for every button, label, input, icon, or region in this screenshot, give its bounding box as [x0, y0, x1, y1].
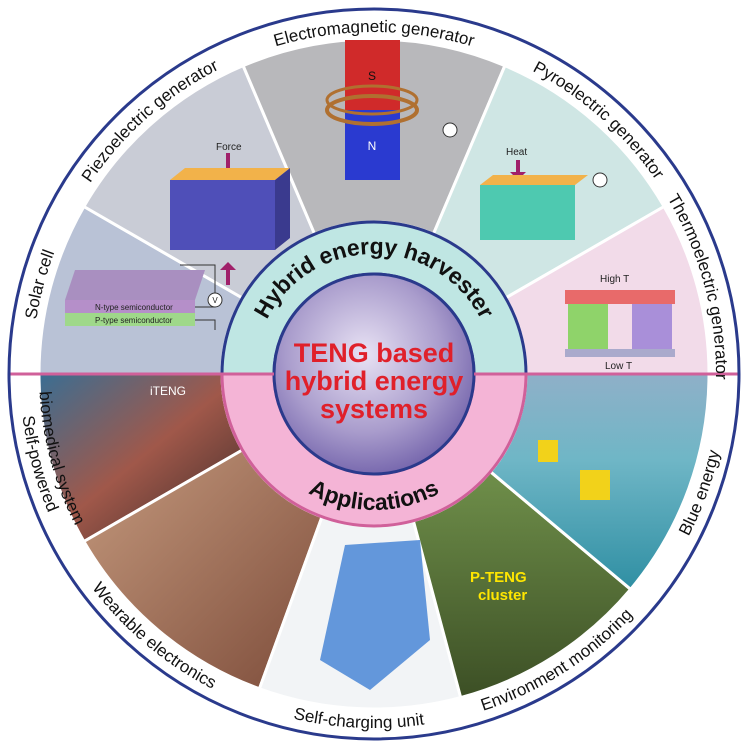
magnet-n-label: N: [368, 139, 377, 153]
solar-cell-illustration: N-type semiconductor P-type semiconducto…: [65, 264, 223, 330]
n-type-label: N-type semiconductor: [95, 303, 173, 312]
thermoelectric-illustration: High T Low T: [565, 274, 675, 372]
electromagnetic-illustration: S N: [325, 40, 458, 180]
pteng-label-1: P-TENG: [470, 569, 527, 586]
p-type-label: P-type semiconductor: [95, 316, 173, 325]
iteng-label: iTENG: [150, 384, 186, 398]
voltmeter-label: V: [212, 296, 218, 305]
heat-label: Heat: [506, 147, 527, 158]
high-t-label: High T: [600, 274, 629, 285]
piezo-illustration: Force: [170, 142, 290, 285]
magnet-s-label: S: [368, 69, 376, 83]
outer-ring: [7, 7, 741, 741]
center-title-line-3: systems: [320, 394, 428, 424]
self-charging-device: [320, 540, 430, 690]
pyroelectric-illustration: Heat: [480, 147, 608, 240]
force-label: Force: [216, 142, 242, 153]
center-title-line-1: TENG based: [294, 338, 455, 368]
buoy-illustration: [538, 440, 610, 500]
pteng-label-2: cluster: [478, 587, 527, 604]
low-t-label: Low T: [605, 361, 632, 372]
center-title-line-2: hybrid energy: [285, 366, 464, 396]
